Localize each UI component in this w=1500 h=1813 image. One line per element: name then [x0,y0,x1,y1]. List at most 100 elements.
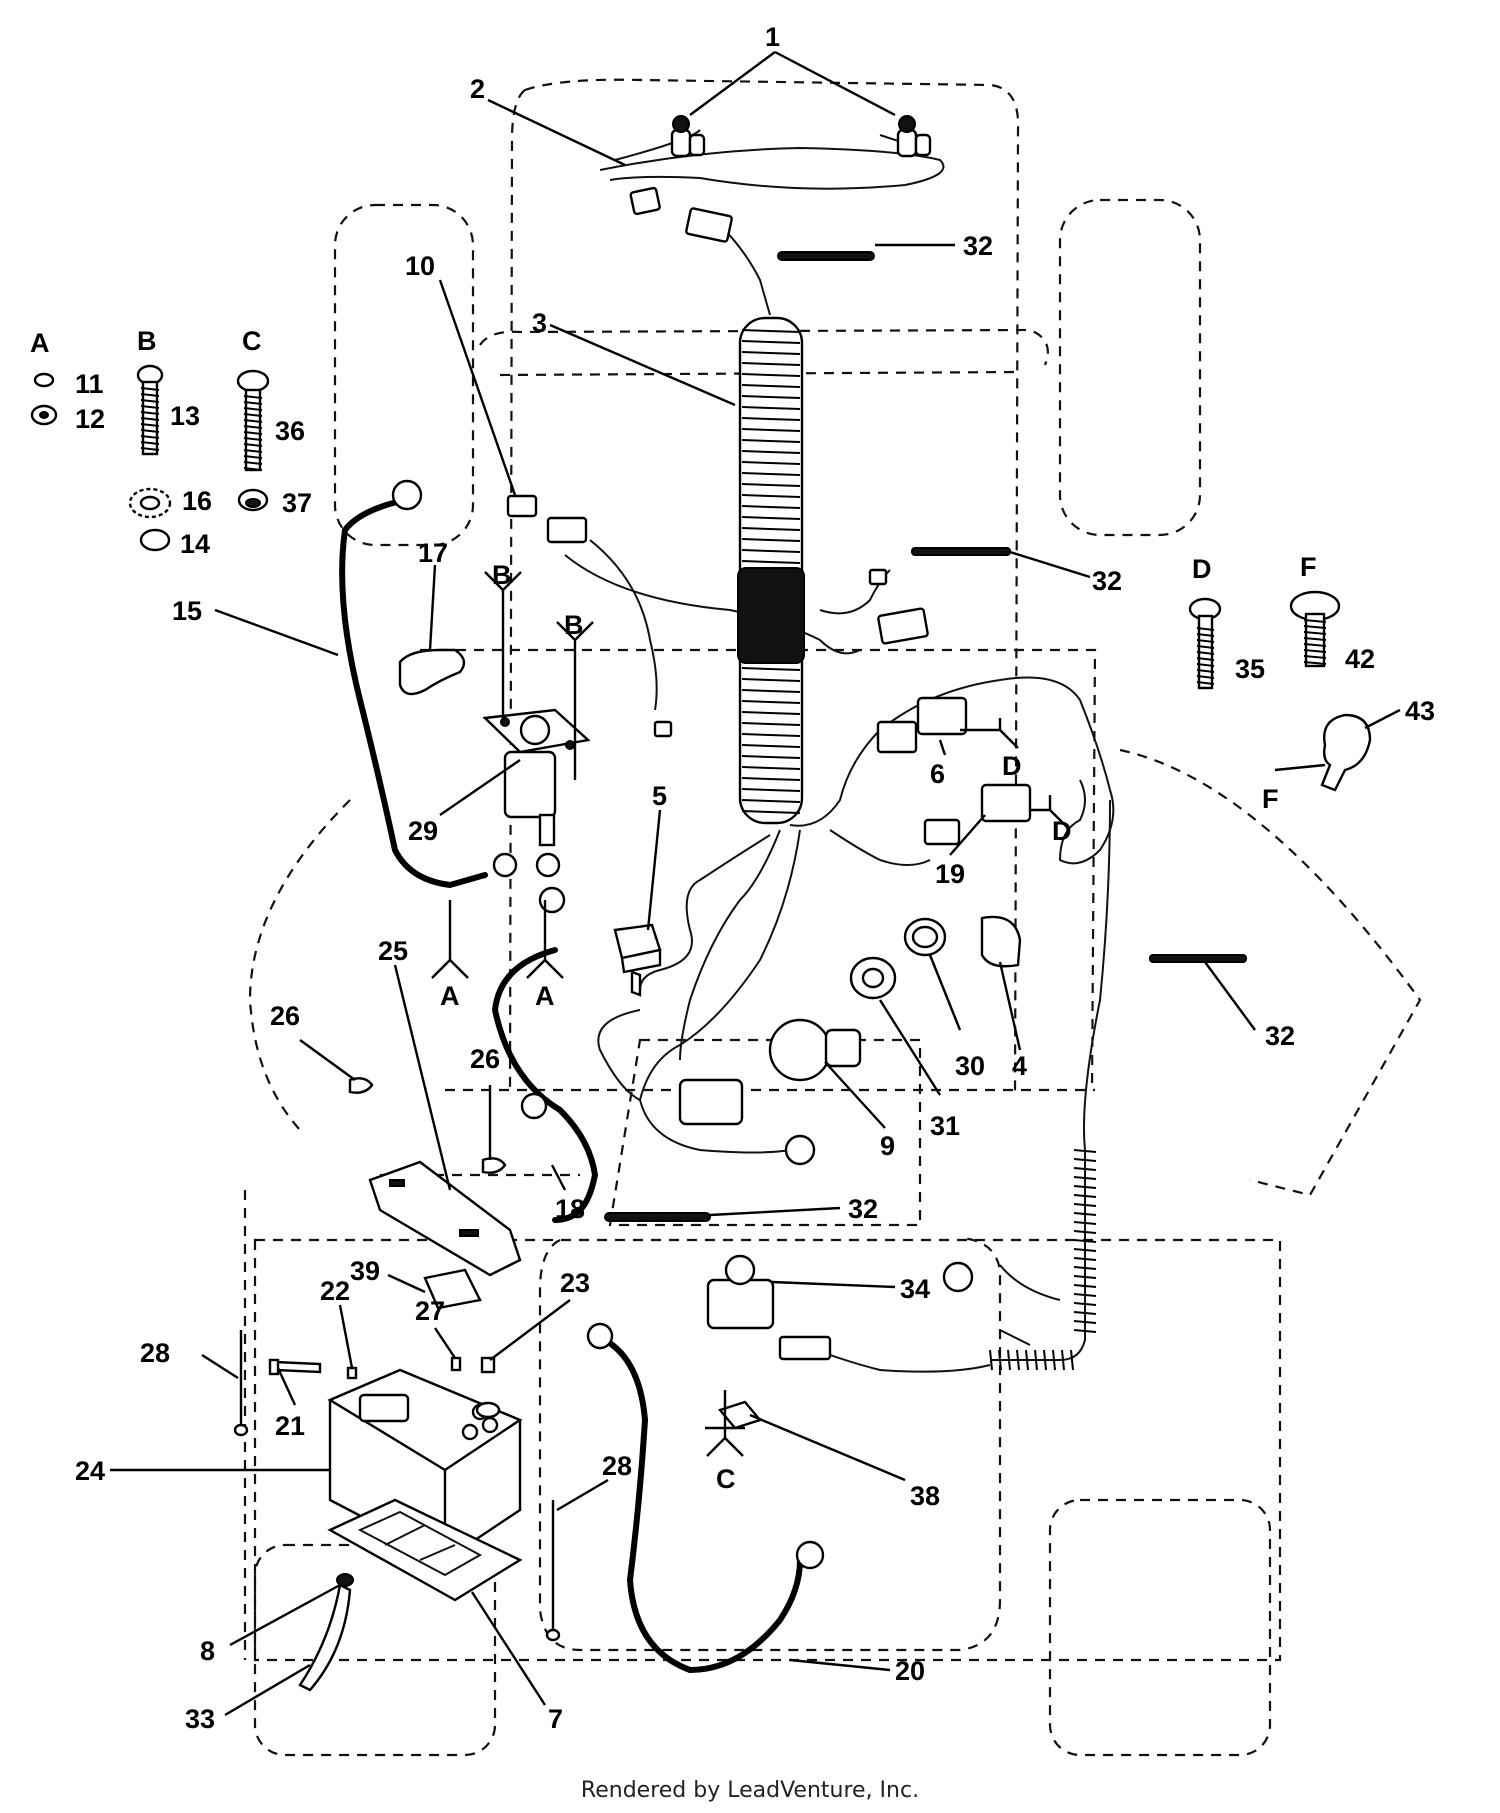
callout-23: 23 [560,1268,590,1298]
callout-25: 25 [378,936,408,966]
callout-2: 2 [470,74,485,104]
lower-branch-wire [679,829,781,1061]
nut-22 [346,1366,358,1380]
conduit-rib [741,788,801,792]
coil-rib [1073,1185,1097,1189]
hardware-group-letters: A B C D F [30,326,1317,584]
conduit-rib [741,667,801,671]
conduit-rib [741,799,801,803]
headlight-wire [599,146,945,190]
callout-28b: 28 [602,1451,632,1481]
rear-right-wheel [1048,1498,1272,1757]
callout-30: 30 [955,1051,985,1081]
ref-letter-a1: A [440,981,460,1011]
thread-line [1196,669,1215,673]
front-left-wheel [333,203,475,547]
callout-36: 36 [275,416,305,446]
coil-rib [1073,1257,1097,1261]
callout-7: 7 [548,1704,563,1734]
conduit-rib [741,417,801,421]
front-right-wheel [1058,198,1202,537]
rear-wire [999,1264,1061,1346]
screw-36-head [236,369,270,393]
switch-34 [706,1254,832,1361]
coil-rib [1073,1158,1097,1162]
thread-line [1303,661,1327,665]
thread-line [243,467,263,471]
thread-line [1196,627,1215,631]
reference-letters: B B A A D D C F [440,560,1279,1494]
headlight-1-left [670,115,706,158]
rear-tire-outline [538,1236,1002,1652]
conduit-rib [741,472,801,476]
thread-line [140,417,160,421]
coil-rib [1073,1302,1097,1306]
callout-16: 16 [182,486,212,516]
hood-outline [508,78,1020,1096]
thread-line [1196,645,1215,649]
coiled-cord [989,1149,1097,1371]
coil-rib [1073,1203,1097,1207]
thread-line [243,419,263,423]
conduit-rib [741,340,801,344]
conduit-rib [741,373,801,377]
callout-39: 39 [350,1256,380,1286]
thread-line [243,449,263,453]
thread-line [1196,663,1215,667]
callout-9: 9 [880,1131,895,1161]
coil-rib [1073,1275,1097,1279]
lockwasher-16-hole [139,495,161,511]
battery-cable-18 [491,947,599,1223]
coil-rib [1061,1349,1065,1371]
wiring-harness-diagram: 1 2 3 4 5 6 7 8 9 10 11 12 13 14 15 16 1… [30,22,1435,1757]
thread-line [140,423,160,427]
ring-terminal-b [535,852,561,878]
hold-down-25 [368,1160,522,1277]
thread-line [140,447,160,451]
nut-37-center [245,498,261,508]
conduit-rib [741,777,801,781]
fitting-8 [336,1573,354,1587]
conduit-rib [741,527,801,531]
callout-20: 20 [895,1656,925,1686]
callout-43: 43 [1405,696,1435,726]
coil-rib [1043,1349,1047,1371]
callout-24: 24 [75,1456,105,1486]
conduit-rib [741,700,801,704]
callout-32d: 32 [848,1194,878,1224]
callout-10: 10 [405,251,435,281]
bolt-21-head [268,1358,280,1376]
callout-26a: 26 [270,1001,300,1031]
conduit-rib [741,461,801,465]
group-letter-a: A [30,328,50,358]
washer-11 [33,372,55,388]
thread-line [140,387,160,391]
ref-letter-d2: D [1052,816,1072,846]
callout-18: 18 [555,1194,585,1224]
callout-21: 21 [275,1411,305,1441]
group-letter-d: D [1192,554,1212,584]
ground-cable-20 [602,1337,803,1674]
lower-branch-wire-2 [639,834,771,991]
bolt-21 [273,1360,322,1374]
thread-line [1196,681,1215,685]
ref-letter-a2: A [535,981,555,1011]
ring-terminal-a [492,852,518,878]
switch-5-terminal [630,970,642,997]
conduit-rib [741,439,801,443]
thread-line [1196,651,1215,655]
coil-rib [1073,1329,1097,1333]
ref-letter-c: C [716,1464,736,1494]
thread-line [243,425,263,429]
coil-rib [1073,1194,1097,1198]
screw-42-thread [1303,619,1327,665]
callout-35: 35 [1235,654,1265,684]
ignition-switch-9 [678,1018,862,1126]
thread-line [243,413,263,417]
callout-27: 27 [415,1296,445,1326]
callout-32b: 32 [1092,566,1122,596]
callout-12: 12 [75,404,105,434]
harness-connector-right [877,607,929,645]
hood-connector [685,207,733,243]
